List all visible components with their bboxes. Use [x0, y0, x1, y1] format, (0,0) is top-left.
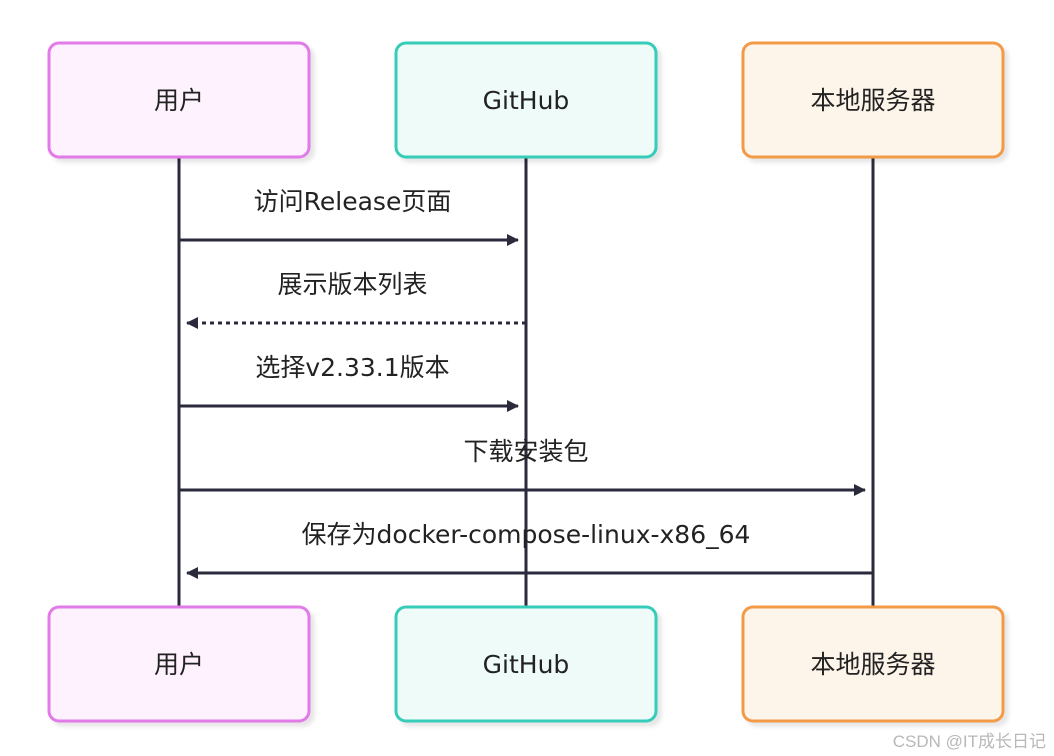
- message-label: 访问Release页面: [254, 187, 452, 216]
- participant-box: [741, 41, 1005, 159]
- message-label: 选择v2.33.1版本: [255, 353, 449, 382]
- participant-label: 用户: [154, 86, 204, 115]
- message-label: 下载安装包: [463, 437, 588, 466]
- message-label: 保存为docker-compose-linux-x86_64: [302, 520, 751, 549]
- participant-label: GitHub: [483, 86, 570, 115]
- message-4: 下载安装包: [179, 437, 866, 496]
- participant-box: [47, 605, 311, 723]
- lifelines: [177, 157, 875, 607]
- participant-user-top: 用户: [47, 41, 311, 159]
- participant-label: 本地服务器: [810, 86, 935, 115]
- message-1: 访问Release页面: [179, 187, 519, 246]
- participant-label: 本地服务器: [810, 650, 935, 679]
- participant-box: [741, 605, 1005, 723]
- participants-top: 用户 GitHub 本地服务器: [47, 41, 1005, 159]
- watermark: CSDN @IT成长日记: [892, 732, 1046, 751]
- participant-user-bottom: 用户: [47, 605, 311, 723]
- participant-github-bottom: GitHub: [394, 605, 658, 723]
- participant-server-top: 本地服务器: [741, 41, 1005, 159]
- participant-box: [47, 41, 311, 159]
- participant-box: [394, 41, 658, 159]
- message-3: 选择v2.33.1版本: [179, 353, 519, 412]
- message-label: 展示版本列表: [277, 270, 427, 299]
- participant-server-bottom: 本地服务器: [741, 605, 1005, 723]
- participant-box: [394, 605, 658, 723]
- message-5: 保存为docker-compose-linux-x86_64: [186, 520, 873, 579]
- participant-label: 用户: [154, 650, 204, 679]
- participant-label: GitHub: [483, 650, 570, 679]
- participants-bottom: 用户 GitHub 本地服务器: [47, 605, 1005, 723]
- messages: 访问Release页面展示版本列表选择v2.33.1版本下载安装包保存为dock…: [179, 187, 873, 579]
- participant-github-top: GitHub: [394, 41, 658, 159]
- message-2: 展示版本列表: [186, 270, 526, 329]
